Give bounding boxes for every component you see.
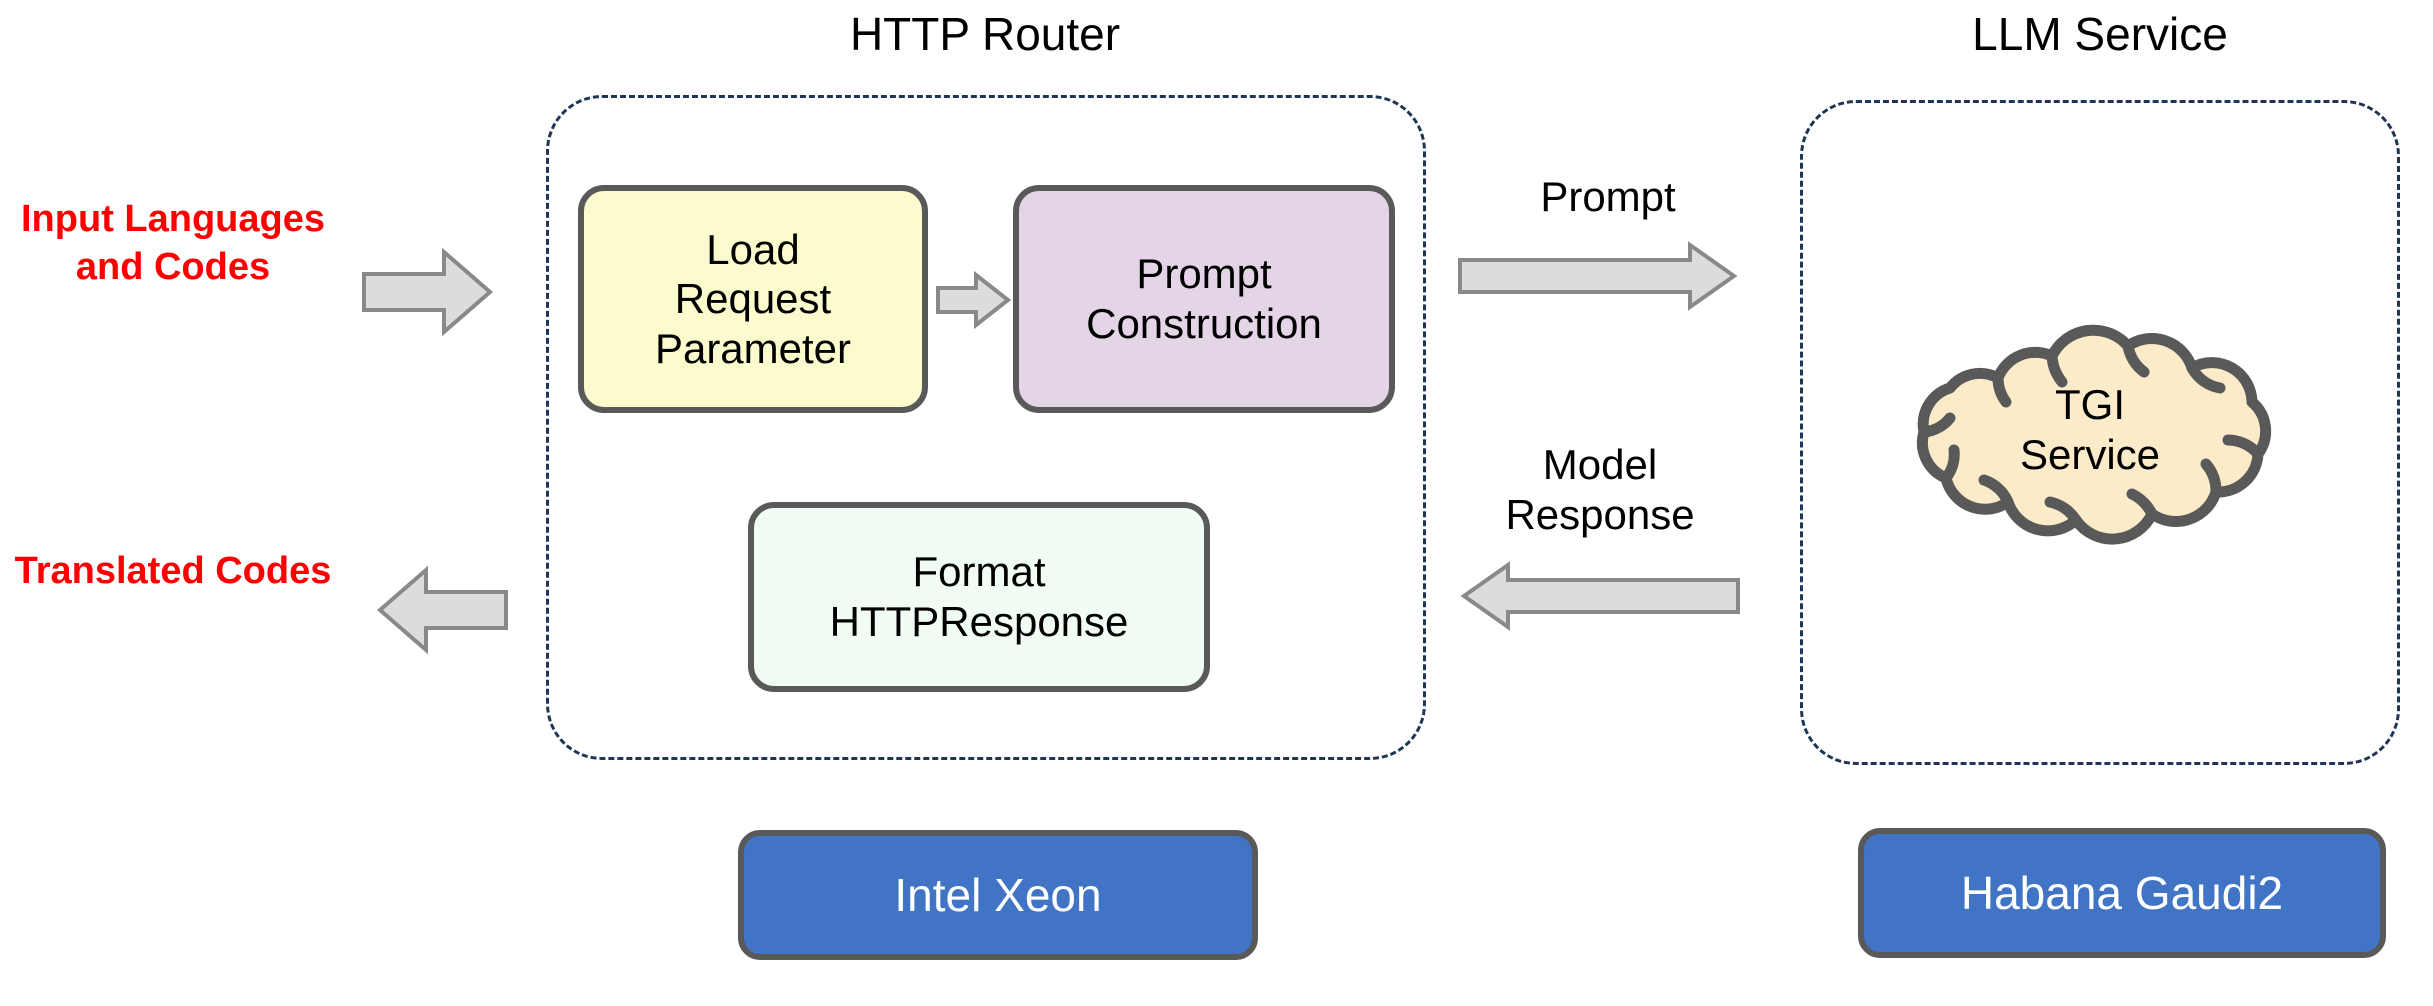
node-load-request-parameter[interactable]: Load Request Parameter	[578, 185, 928, 413]
cloud-icon	[1916, 324, 2272, 545]
node-format-http-response[interactable]: Format HTTPResponse	[748, 502, 1210, 692]
http-router-title: HTTP Router	[849, 8, 1121, 60]
http-router-group	[546, 95, 1426, 760]
llm-service-group	[1800, 100, 2400, 765]
hardware-habana-gaudi2[interactable]: Habana Gaudi2	[1858, 828, 2386, 958]
output-endpoint-label: Translated Codes	[14, 550, 332, 592]
hardware-intel-xeon-label: Intel Xeon	[894, 868, 1102, 921]
input-flow-arrow	[362, 247, 494, 337]
node-prompt-construction[interactable]: Prompt Construction	[1013, 185, 1395, 413]
node-load-request-parameter-label: Load Request Parameter	[654, 225, 852, 372]
hardware-habana-gaudi2-label: Habana Gaudi2	[1960, 866, 2284, 919]
prompt-flow-arrow	[1458, 241, 1738, 311]
output-flow-arrow	[376, 565, 508, 655]
input-endpoint-label: Input Languages and Codes	[21, 198, 325, 288]
model-response-flow-arrow	[1460, 561, 1740, 631]
node-prompt-construction-label: Prompt Construction	[1086, 250, 1322, 347]
prompt-flow-label: Prompt	[1540, 173, 1676, 220]
node-format-http-response-label: Format HTTPResponse	[829, 548, 1129, 645]
internal-flow-arrow	[936, 270, 1012, 330]
llm-service-title: LLM Service	[1972, 8, 2228, 60]
hardware-intel-xeon[interactable]: Intel Xeon	[738, 830, 1258, 960]
model-response-flow-label: Model Response	[1505, 441, 1695, 538]
node-tgi-service[interactable]: TGI Service	[1880, 324, 2300, 545]
